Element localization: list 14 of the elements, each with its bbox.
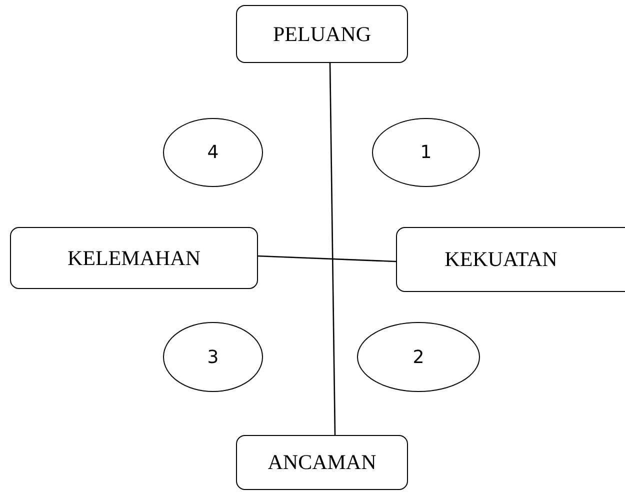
connector-line (258, 255, 396, 262)
quadrant-number: 1 (420, 142, 432, 163)
node-label: KELEMAHAN (68, 246, 200, 270)
rounded-box (236, 5, 408, 63)
quadrant-number: 3 (207, 346, 219, 368)
connector-line (329, 63, 336, 435)
rounded-box (236, 435, 408, 490)
node-label: KEKUATAN (444, 247, 558, 272)
rounded-box (396, 227, 625, 292)
quadrant-number: 4 (207, 142, 219, 163)
quadrant-number: 2 (412, 346, 424, 368)
node-label: PELUANG (273, 22, 371, 46)
rounded-box (10, 227, 258, 289)
node-label: ANCAMAN (268, 450, 376, 475)
